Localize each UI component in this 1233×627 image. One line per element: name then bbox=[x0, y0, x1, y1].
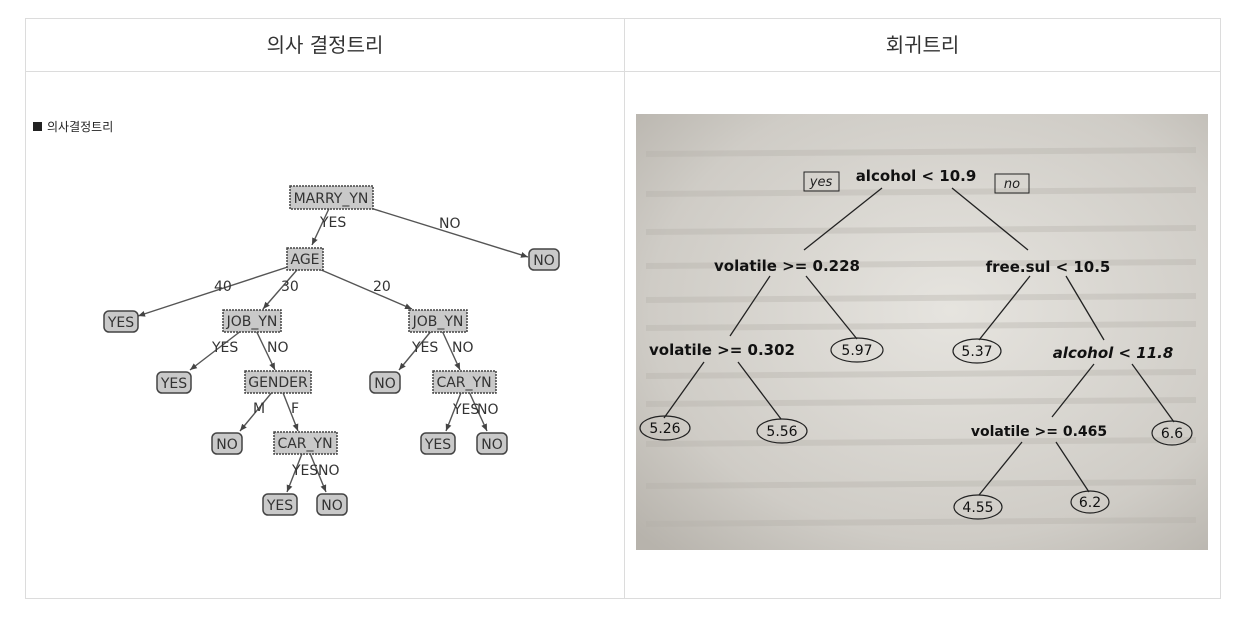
split-volatile-0-465: volatile >= 0.465 bbox=[971, 424, 1107, 440]
split-alcohol-11-8: alcohol < 11.8 bbox=[1053, 344, 1174, 362]
label-gender-f: F bbox=[291, 401, 299, 417]
regression-tree-diagram: yes no alcohol < 10.9 volatile >= 0.228 … bbox=[636, 114, 1208, 550]
label-root-no: NO bbox=[439, 216, 461, 232]
leaf-yes-40: YES bbox=[103, 310, 139, 333]
svg-text:5.37: 5.37 bbox=[961, 344, 992, 360]
svg-text:6.6: 6.6 bbox=[1161, 426, 1183, 442]
leaf-6-2: 6.2 bbox=[1070, 490, 1110, 514]
leaf-no-car1: NO bbox=[316, 493, 348, 516]
no-tag: no bbox=[994, 173, 1030, 194]
split-alcohol-10-9: alcohol < 10.9 bbox=[856, 167, 977, 185]
svg-text:MARRY_YN: MARRY_YN bbox=[294, 191, 369, 207]
label-car1-no: NO bbox=[318, 463, 340, 479]
svg-text:5.56: 5.56 bbox=[766, 424, 797, 440]
svg-text:NO: NO bbox=[481, 437, 503, 453]
branch-vol1-right bbox=[805, 275, 858, 340]
label-age-20: 20 bbox=[373, 279, 391, 295]
leaf-6-6: 6.6 bbox=[1151, 420, 1193, 446]
svg-text:6.2: 6.2 bbox=[1079, 495, 1101, 511]
node-car-yn-right: CAR_YN bbox=[432, 370, 497, 394]
leaf-5-26: 5.26 bbox=[639, 415, 691, 441]
label-car2-no: NO bbox=[477, 402, 499, 418]
svg-text:YES: YES bbox=[107, 315, 134, 331]
svg-text:AGE: AGE bbox=[290, 252, 319, 268]
node-job-yn-right: JOB_YN bbox=[408, 309, 468, 333]
branch-root-right bbox=[951, 187, 1029, 251]
node-gender: GENDER bbox=[244, 370, 312, 394]
branch-vol3-right bbox=[1055, 441, 1090, 493]
decision-tree-diagram: YES NO 40 30 20 YES NO YES NO M F YES NO… bbox=[103, 185, 560, 516]
label-age-30: 30 bbox=[281, 279, 299, 295]
leaf-no-car2: NO bbox=[476, 432, 508, 455]
branch-vol2-right bbox=[737, 361, 782, 420]
split-volatile-0-302: volatile >= 0.302 bbox=[649, 341, 795, 359]
header-regression-tree: 회귀트리 bbox=[624, 19, 1221, 72]
svg-text:YES: YES bbox=[424, 437, 451, 453]
node-car-yn-left: CAR_YN bbox=[273, 431, 338, 455]
square-bullet-icon bbox=[33, 122, 42, 131]
branch-vol2-left bbox=[663, 361, 705, 419]
node-age: AGE bbox=[286, 247, 324, 271]
decision-tree-caption-text: 의사결정트리 bbox=[47, 120, 114, 134]
leaf-yes-car2: YES bbox=[420, 432, 456, 455]
svg-text:NO: NO bbox=[321, 498, 343, 514]
node-job-yn-left: JOB_YN bbox=[222, 309, 282, 333]
svg-text:YES: YES bbox=[160, 376, 187, 392]
svg-text:CAR_YN: CAR_YN bbox=[436, 375, 491, 391]
leaf-4-55: 4.55 bbox=[953, 494, 1003, 520]
branch-free-left bbox=[978, 275, 1031, 341]
comparison-table: 의사 결정트리 회귀트리 bbox=[25, 18, 1221, 599]
leaf-5-37: 5.37 bbox=[952, 338, 1002, 364]
svg-text:JOB_YN: JOB_YN bbox=[226, 314, 278, 330]
branch-free-right bbox=[1065, 275, 1105, 341]
branch-vol3-left bbox=[978, 441, 1023, 496]
leaf-no-m: NO bbox=[211, 432, 243, 455]
split-volatile-0-228: volatile >= 0.228 bbox=[714, 257, 860, 275]
label-job1-no: NO bbox=[267, 340, 289, 356]
label-job1-yes: YES bbox=[211, 340, 238, 356]
node-marry-yn: MARRY_YN bbox=[289, 185, 374, 210]
svg-text:5.26: 5.26 bbox=[649, 421, 680, 437]
regression-tree-photo: yes no alcohol < 10.9 volatile >= 0.228 … bbox=[636, 114, 1208, 550]
label-age-40: 40 bbox=[214, 279, 232, 295]
svg-text:NO: NO bbox=[216, 437, 238, 453]
branch-vol1-left bbox=[729, 275, 771, 337]
branch-alc2-left bbox=[1051, 363, 1095, 418]
yes-tag: yes bbox=[803, 171, 840, 192]
column-divider bbox=[624, 19, 625, 598]
label-root-yes: YES bbox=[319, 215, 346, 231]
leaf-yes-car1: YES bbox=[262, 493, 298, 516]
leaf-yes-job1: YES bbox=[156, 371, 192, 394]
label-job2-yes: YES bbox=[411, 340, 438, 356]
label-car2-yes: YES bbox=[452, 402, 479, 418]
leaf-5-56: 5.56 bbox=[756, 418, 808, 444]
label-car1-yes: YES bbox=[291, 463, 318, 479]
branch-alc2-right bbox=[1131, 363, 1175, 423]
svg-text:NO: NO bbox=[533, 253, 555, 269]
leaf-no-top: NO bbox=[528, 248, 560, 271]
svg-text:4.55: 4.55 bbox=[962, 500, 993, 516]
leaf-5-97: 5.97 bbox=[830, 337, 884, 363]
decision-tree-caption: 의사결정트리 bbox=[33, 118, 113, 135]
svg-text:YES: YES bbox=[266, 498, 293, 514]
label-gender-m: M bbox=[253, 401, 265, 417]
svg-text:yes: yes bbox=[809, 175, 833, 190]
svg-text:NO: NO bbox=[374, 376, 396, 392]
svg-text:5.97: 5.97 bbox=[841, 343, 872, 359]
label-job2-no: NO bbox=[452, 340, 474, 356]
svg-text:JOB_YN: JOB_YN bbox=[412, 314, 464, 330]
branch-root-left bbox=[803, 187, 883, 251]
svg-text:GENDER: GENDER bbox=[248, 375, 308, 391]
split-free-sul-10-5: free.sul < 10.5 bbox=[986, 258, 1111, 276]
edge-age-yes40 bbox=[137, 261, 304, 317]
svg-text:CAR_YN: CAR_YN bbox=[277, 436, 332, 452]
leaf-no-job2: NO bbox=[369, 371, 401, 394]
svg-text:no: no bbox=[1004, 177, 1020, 192]
header-decision-tree: 의사 결정트리 bbox=[26, 19, 624, 72]
